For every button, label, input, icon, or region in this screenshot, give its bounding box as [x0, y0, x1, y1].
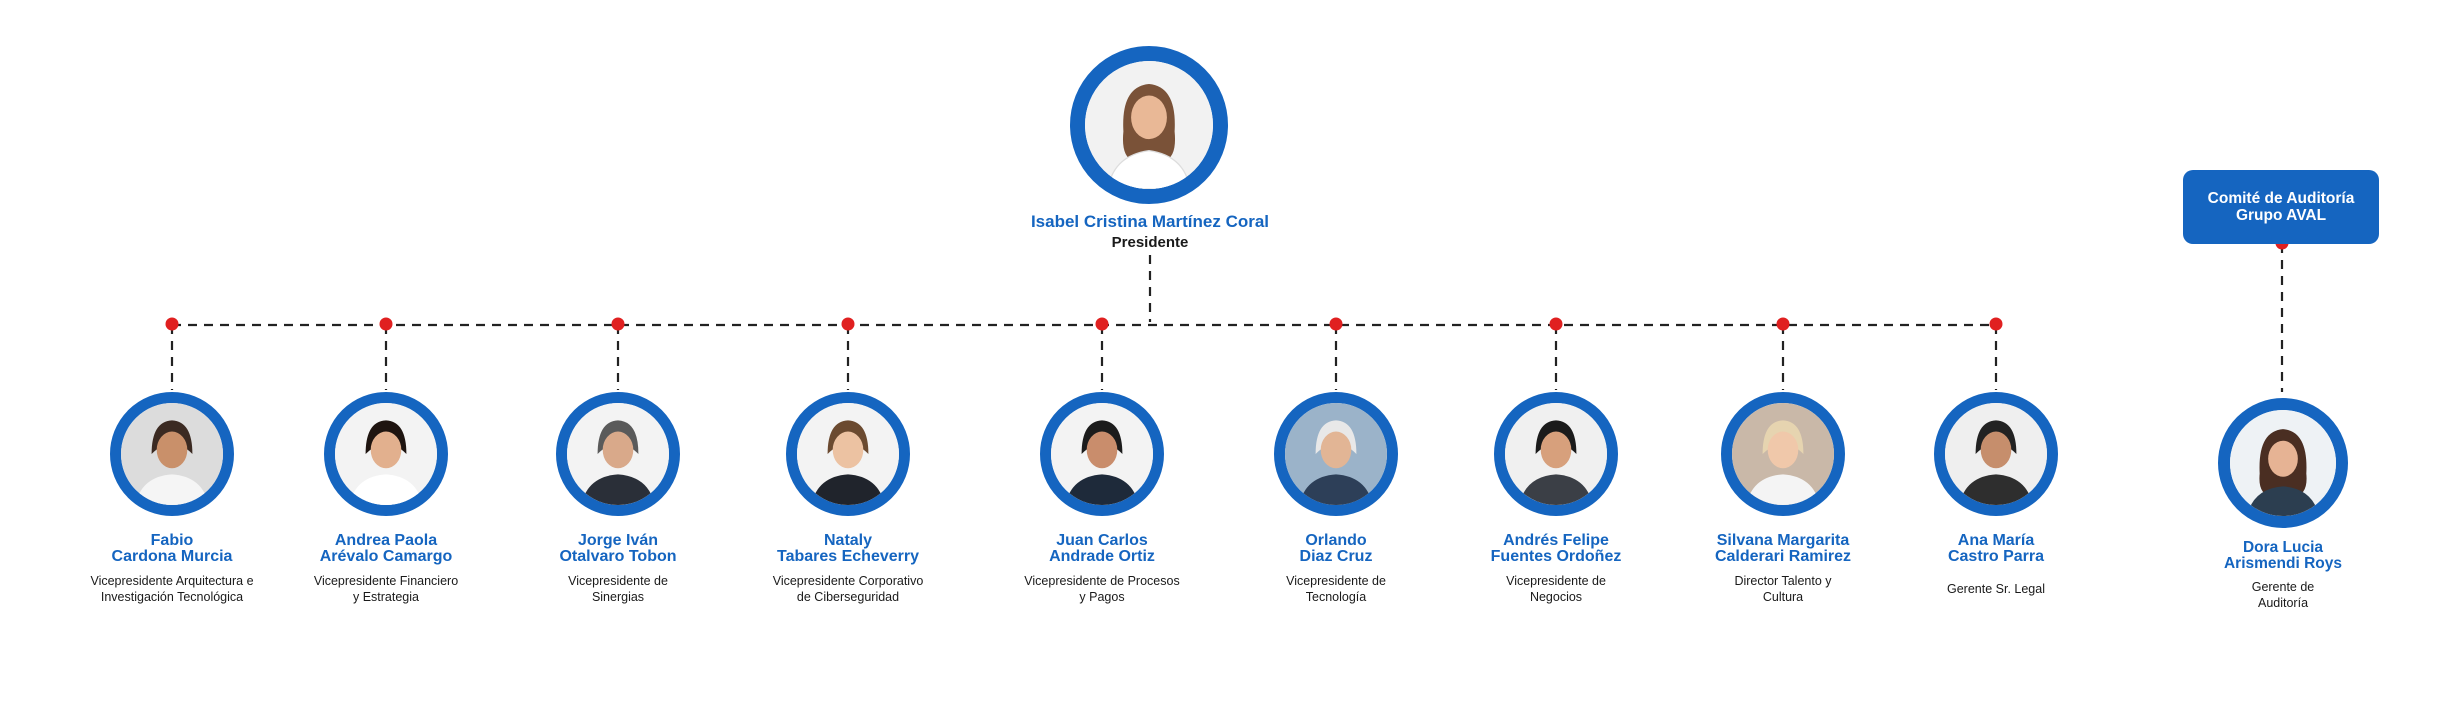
- report-avatar: [110, 392, 234, 516]
- report-avatar: [1934, 392, 2058, 516]
- auditor-role-line2: Auditoría: [2257, 596, 2309, 610]
- report-name-line1: Ana María: [1957, 532, 2035, 549]
- report-name-line1: Nataly: [823, 532, 873, 549]
- person-photo-icon: [797, 403, 899, 505]
- connector-dot: [379, 317, 393, 331]
- person-photo-icon: [1732, 403, 1834, 505]
- report-name-line2: Arévalo Camargo: [319, 548, 453, 565]
- connector-dot: [1776, 317, 1790, 331]
- person-photo-icon: [1051, 403, 1153, 505]
- report-avatar: [556, 392, 680, 516]
- report-avatar: [1721, 392, 1845, 516]
- report-name-line1: Jorge Iván: [577, 532, 659, 549]
- connector-dot: [1549, 317, 1563, 331]
- report-name-line2: Castro Parra: [1947, 548, 2045, 565]
- audit-committee-box: Comité de Auditoría Grupo AVAL: [2183, 170, 2379, 244]
- report-name-line2: Otalvaro Tobon: [559, 548, 677, 565]
- report-name-line1: Andrea Paola: [334, 532, 438, 549]
- report-name-line2: Andrade Ortiz: [1049, 548, 1155, 565]
- report-avatar: [1274, 392, 1398, 516]
- report-name-line1: Andrés Felipe: [1503, 532, 1609, 549]
- report-name-line2: Diaz Cruz: [1299, 548, 1373, 565]
- person-photo-icon: [1945, 403, 2047, 505]
- person-photo-icon: [335, 403, 437, 505]
- report-role-line2: Sinergias: [591, 590, 645, 604]
- report-avatar: [786, 392, 910, 516]
- report-role-line1: Vicepresidente de: [1286, 574, 1386, 588]
- report-name-line2: Tabares Echeverry: [776, 548, 919, 565]
- report-name-line1: Juan Carlos: [1056, 532, 1148, 549]
- report-name-line2: Fuentes Ordoñez: [1490, 548, 1622, 565]
- connector-dot: [841, 317, 855, 331]
- connector-dot: [1989, 317, 2003, 331]
- report-role-line2: Cultura: [1762, 590, 1804, 604]
- report-avatar: [1494, 392, 1618, 516]
- person-photo-icon: [1505, 403, 1607, 505]
- report-role-line1: Vicepresidente de Procesos: [1024, 574, 1180, 588]
- report-name-line1: Fabio: [150, 532, 194, 549]
- report-role-line2: Negocios: [1529, 590, 1583, 604]
- person-photo-icon: [1285, 403, 1387, 505]
- report-role-line1: Vicepresidente de: [1506, 574, 1606, 588]
- person-photo-icon: [1085, 61, 1213, 189]
- auditor-avatar: [2218, 398, 2348, 528]
- connector-dot: [1329, 317, 1343, 331]
- person-photo-icon: [121, 403, 223, 505]
- auditor-name-line1: Dora Lucia: [2242, 539, 2324, 556]
- auditor-role-line1: Gerente de: [2251, 580, 2315, 594]
- report-role-line1: Director Talento y: [1734, 574, 1832, 588]
- connector-dot: [1095, 317, 1109, 331]
- connector-dot: [165, 317, 179, 331]
- report-name-line2: Calderari Ramirez: [1714, 548, 1852, 565]
- report-role-line1: Vicepresidente Arquitectura e: [90, 574, 254, 588]
- report-name-line1: Silvana Margarita: [1716, 532, 1850, 549]
- committee-label-line2: Grupo AVAL: [2235, 207, 2327, 224]
- report-role-line2: Tecnología: [1305, 590, 1367, 604]
- report-role-line2: y Estrategia: [352, 590, 419, 604]
- president-name: Isabel Cristina Martínez Coral: [1030, 212, 1270, 231]
- report-role-line1: Vicepresidente Financiero: [313, 574, 459, 588]
- president-avatar: [1070, 46, 1228, 204]
- report-role-line1: Vicepresidente Corporativo: [772, 574, 924, 588]
- person-photo-icon: [567, 403, 669, 505]
- report-role-line2: Investigación Tecnológica: [100, 590, 244, 604]
- committee-label-line1: Comité de Auditoría: [2207, 189, 2355, 207]
- report-role-line1: Gerente Sr. Legal: [1947, 582, 2045, 596]
- person-photo-icon: [2230, 410, 2336, 516]
- report-avatar: [1040, 392, 1164, 516]
- auditor-name-line2: Arismendi Roys: [2223, 555, 2342, 572]
- report-name-line1: Orlando: [1305, 532, 1367, 549]
- president-role: Presidente: [1111, 234, 1189, 251]
- report-role-line2: de Ciberseguridad: [796, 590, 900, 604]
- report-name-line2: Cardona Murcia: [111, 548, 233, 565]
- report-role-line2: y Pagos: [1079, 590, 1125, 604]
- report-role-line1: Vicepresidente de: [568, 574, 668, 588]
- connector-dot: [611, 317, 625, 331]
- report-avatar: [324, 392, 448, 516]
